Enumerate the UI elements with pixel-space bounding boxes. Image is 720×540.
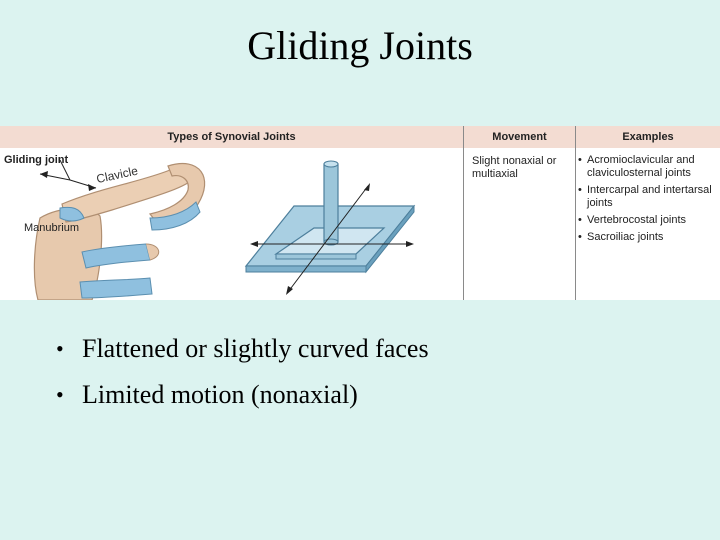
- clavicle-illustration: [33, 159, 206, 300]
- gliding-joint-label: Gliding joint: [4, 154, 69, 166]
- gliding-plane-model: [244, 160, 416, 295]
- column-divider: [575, 126, 576, 300]
- manubrium-label: Manubrium: [24, 222, 80, 234]
- header-movement: Movement: [464, 126, 575, 148]
- column-divider: [463, 126, 464, 300]
- bullet-item: Limited motion (nonaxial): [56, 372, 429, 418]
- examples-list: Acromioclavicular and claviculosternal j…: [578, 154, 720, 248]
- movement-text: Slight nonaxial or multiaxial: [472, 155, 557, 180]
- slide-title: Gliding Joints: [247, 23, 473, 68]
- bullet-item: Flattened or slightly curved faces: [56, 326, 429, 372]
- synovial-joints-figure: Types of Synovial Joints Movement Exampl…: [0, 126, 720, 300]
- slide-bullets: Flattened or slightly curved faces Limit…: [56, 326, 429, 418]
- example-item: Acromioclavicular and claviculosternal j…: [578, 154, 720, 180]
- example-item: Vertebrocostal joints: [578, 214, 720, 227]
- example-item: Intercarpal and intertarsal joints: [578, 184, 720, 210]
- header-types: Types of Synovial Joints: [0, 126, 463, 148]
- header-examples: Examples: [576, 126, 720, 148]
- example-item: Sacroiliac joints: [578, 231, 720, 244]
